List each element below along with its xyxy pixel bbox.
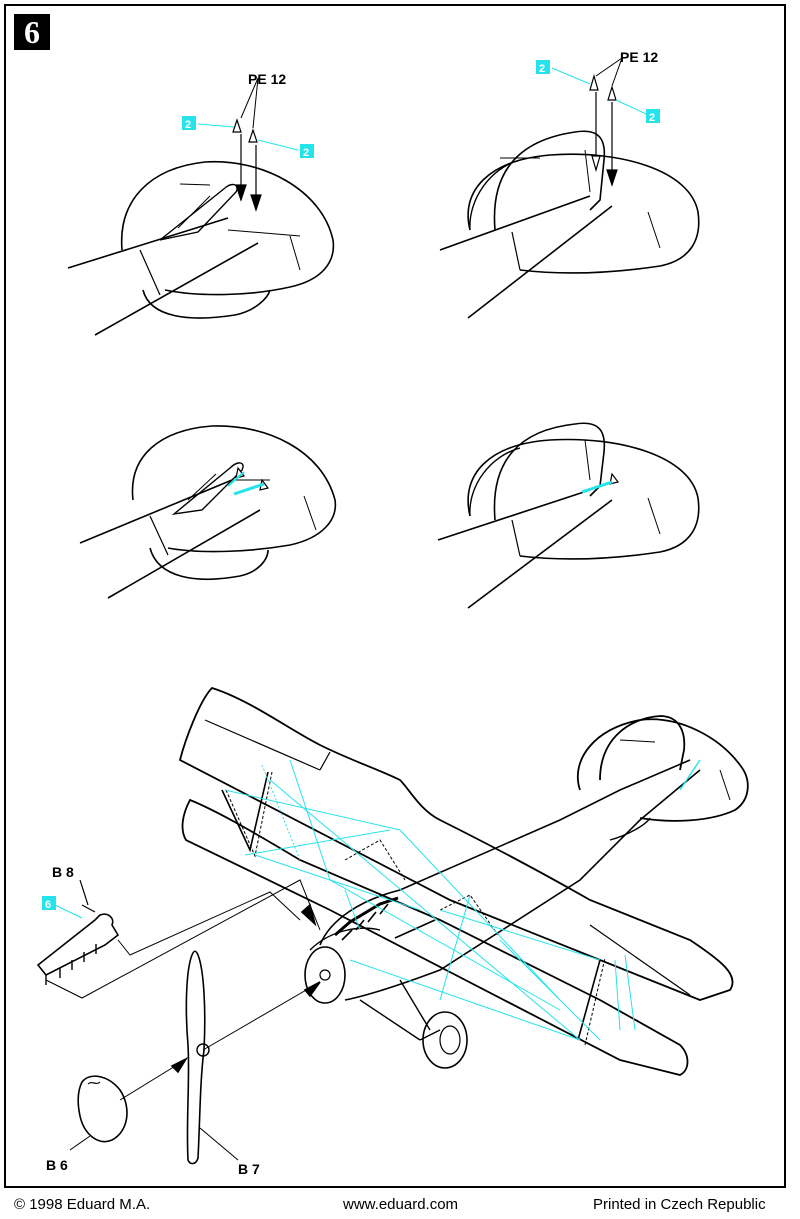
footer-website[interactable]: www.eduard.com: [343, 1196, 459, 1213]
control-horn-detail-middle-right: [581, 472, 620, 494]
aircraft-biplane: [178, 686, 749, 1076]
upper-wing: [178, 686, 734, 1001]
tail-assembly-middle-right: [437, 422, 700, 609]
lower-wing: [181, 798, 689, 1076]
footer-copyright: © 1998 Eduard M.A.: [14, 1196, 151, 1213]
control-horn-detail-middle-left: [227, 466, 270, 496]
callout-part-label: PE 12: [620, 49, 658, 65]
step-number-badge: 6: [14, 14, 50, 50]
rigging-wires: [224, 759, 701, 1041]
callout-number: 2: [539, 63, 545, 75]
cyan-callout-box: [300, 144, 314, 158]
tail-assembly-top-right: [439, 130, 700, 319]
cyan-callout-box: [182, 116, 196, 130]
page-frame: [4, 4, 786, 1188]
callout-number: 2: [185, 119, 191, 131]
exhaust-rake-b8: [36, 879, 321, 999]
tail-assembly-top-left: [67, 160, 335, 336]
spinner-b6: [69, 1057, 189, 1151]
callout-number: 6: [45, 899, 51, 911]
tailplane: [577, 718, 749, 822]
cyan-callout-box: [536, 60, 550, 74]
cyan-callout-box: [646, 109, 660, 123]
tail-assembly-middle-left: [79, 425, 337, 599]
engine-cowling: [304, 946, 346, 1004]
callout-number: 2: [649, 112, 655, 124]
footer-printed: Printed in Czech Republic: [593, 1196, 766, 1213]
callout-part-label: B 8: [52, 864, 74, 880]
cyan-callout-box: [42, 896, 56, 910]
pe12-horns-top-left: [182, 77, 314, 212]
propeller-b7: [185, 950, 321, 1165]
callout-part-label: PE 12: [248, 71, 286, 87]
callout-part-label: B 6: [46, 1157, 68, 1173]
callout-number: 2: [303, 147, 309, 159]
pe12-horns-top-right: [536, 57, 660, 187]
callout-part-label: B 7: [238, 1161, 260, 1177]
wheel: [422, 1011, 468, 1069]
